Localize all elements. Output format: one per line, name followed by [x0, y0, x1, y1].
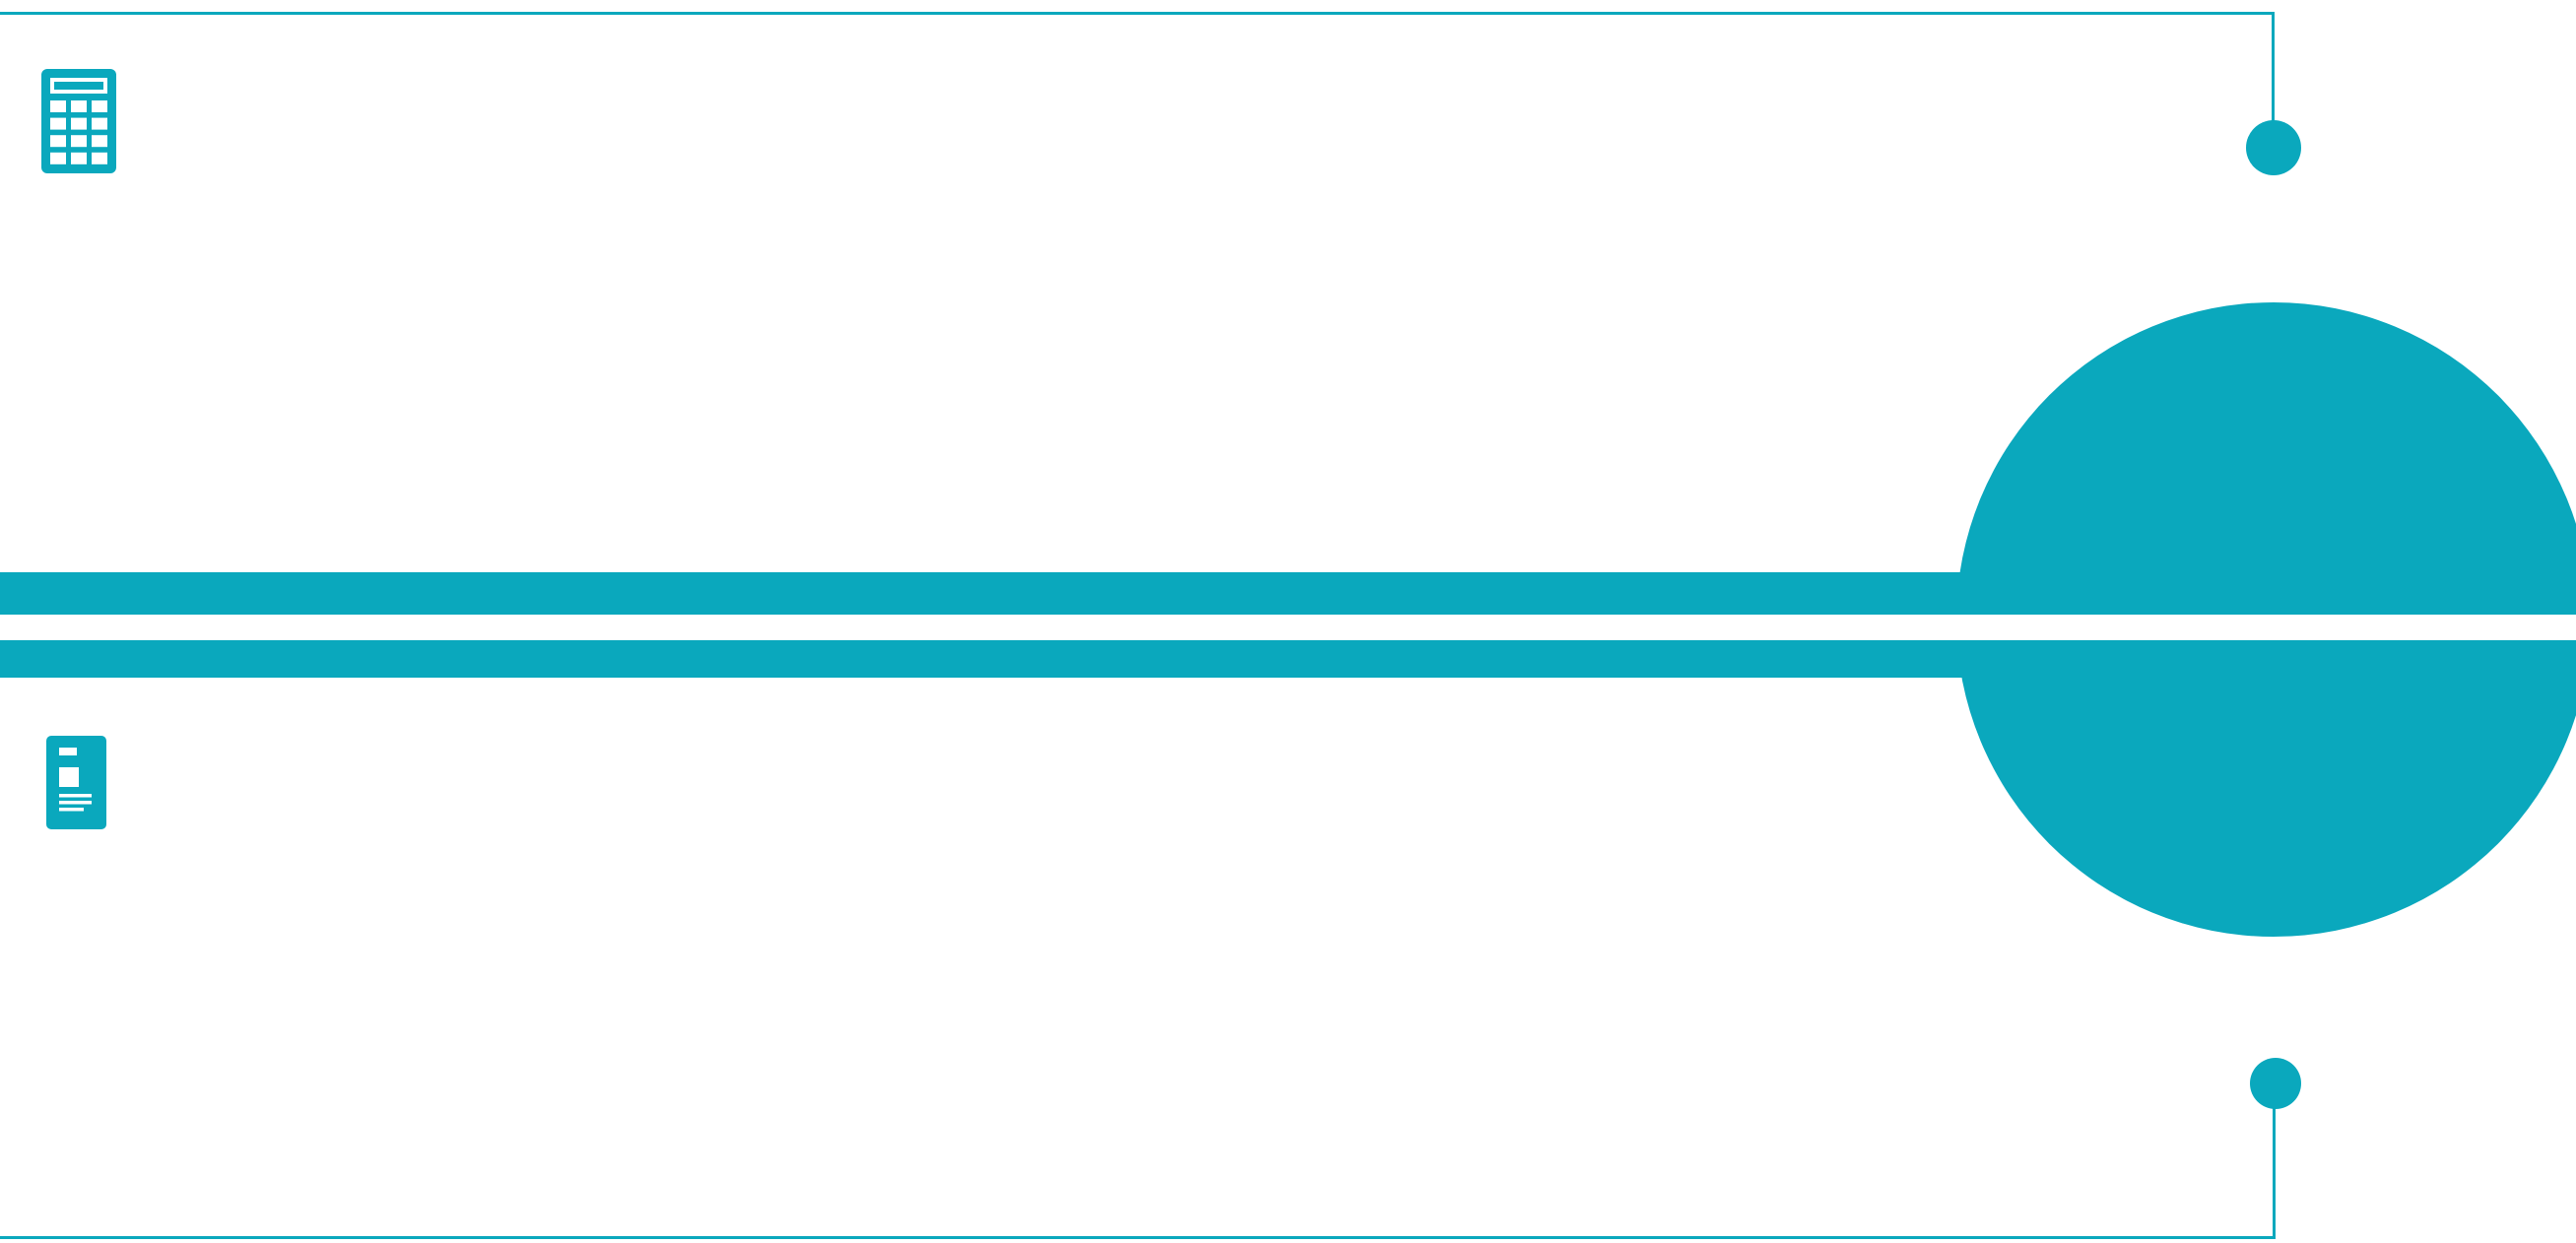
calculator-icon: [41, 69, 116, 173]
circle-split-band: [0, 615, 2576, 640]
top-border-line: [0, 12, 2275, 15]
invoice-text-lines: [59, 794, 92, 812]
calculator-buttons: [50, 100, 107, 164]
invoice-icon: [46, 736, 106, 829]
top-connector-dot: [2246, 120, 2301, 175]
divider-bar-top: [0, 572, 2167, 615]
bottom-connector-dot: [2250, 1058, 2301, 1109]
divider-bar-bottom: [0, 640, 2167, 678]
calculator-display-screen: [54, 82, 103, 90]
top-connector-line: [2272, 12, 2275, 122]
invoice-header-bar: [59, 748, 77, 755]
bottom-border-line: [0, 1236, 2276, 1239]
bottom-connector-line: [2273, 1107, 2276, 1239]
invoice-photo-square: [59, 767, 79, 787]
